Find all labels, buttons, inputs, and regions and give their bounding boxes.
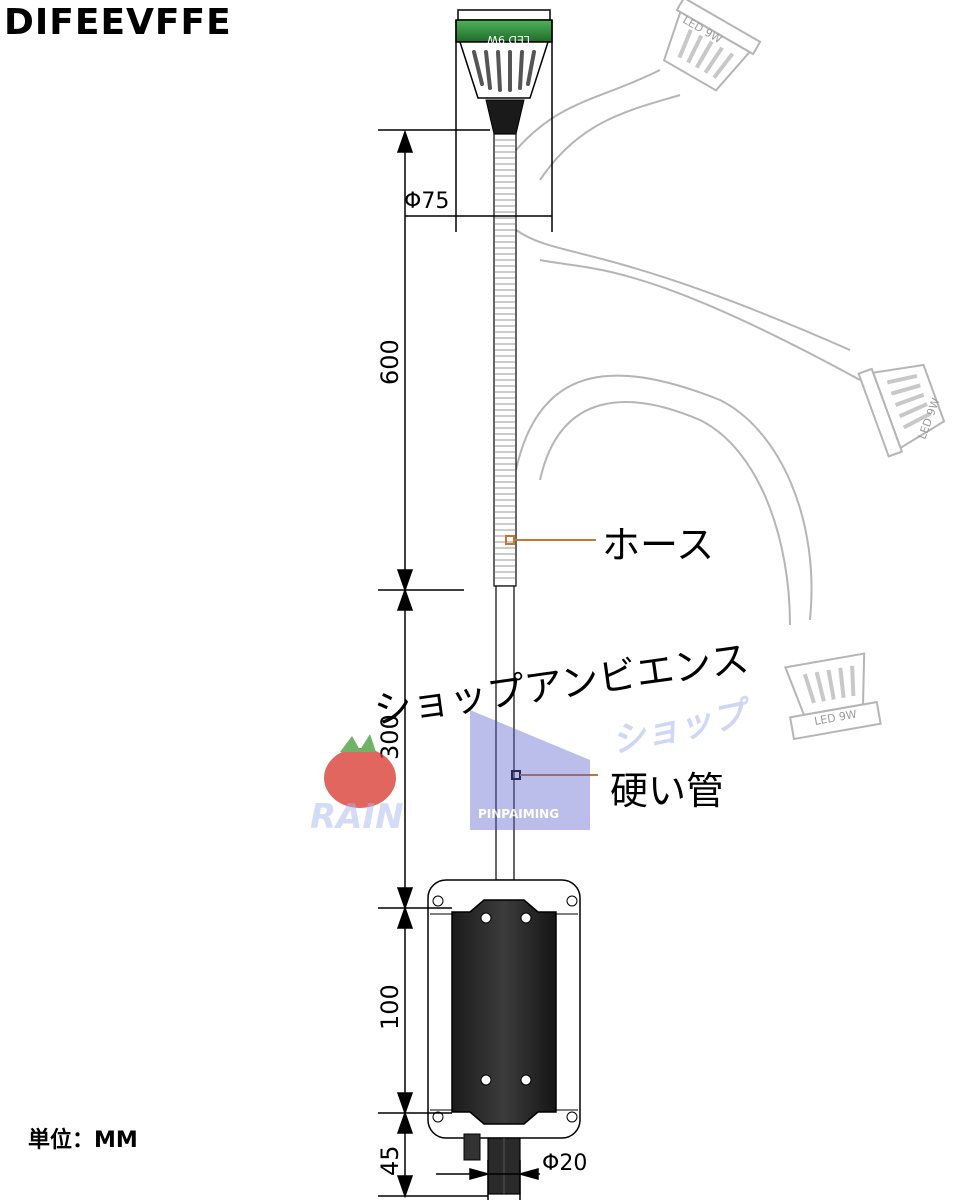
watermark-logo-text: PINPAIMING — [478, 807, 559, 821]
dim-base-height: 100 — [376, 984, 404, 1030]
dim-bottom-length: 45 — [376, 1145, 404, 1176]
hose-label: ホース — [602, 523, 715, 567]
leader-lines — [505, 535, 598, 780]
watermark-logo: PINPAIMING RAIN — [310, 710, 590, 837]
ghost-lamp-top-right — [662, 0, 762, 92]
hard-pipe-label: 硬い管 — [610, 769, 725, 813]
main-lamp-head — [455, 9, 553, 135]
brand-title: DIFEEVFFE — [4, 2, 232, 43]
dimension-lines — [378, 20, 553, 1200]
watermark-logo-brand: RAIN — [310, 797, 404, 837]
ghost-lamp-lower-right — [784, 652, 882, 741]
base-housing — [427, 879, 581, 1195]
dim-pipe-length: 300 — [376, 714, 404, 760]
dim-hose-length: 600 — [376, 339, 404, 385]
gooseneck-hose — [493, 133, 517, 587]
ghost-lamp-mid-right — [857, 363, 946, 458]
unit-label: 単位：MM — [28, 1128, 138, 1153]
ghost-hoses — [515, 69, 861, 626]
dim-head-diameter: Φ75 — [404, 189, 449, 214]
dim-stem-diameter: Φ20 — [542, 1151, 587, 1176]
lamp-label-main: LED 9W — [487, 33, 530, 46]
